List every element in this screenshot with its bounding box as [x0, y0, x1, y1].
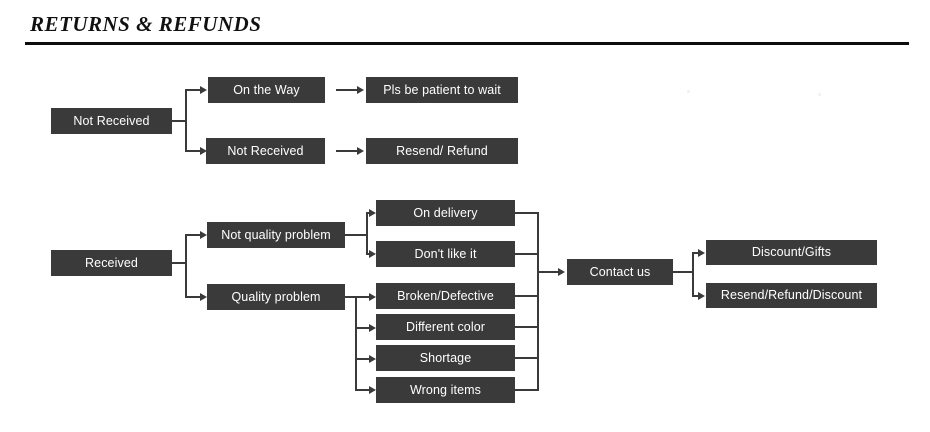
connector-broken-defective-to-bus: [515, 295, 539, 297]
arrowhead-to-discount-gifts: [698, 248, 705, 257]
arrowhead-to-on-delivery: [369, 208, 376, 217]
node-resend-refund[interactable]: Resend/ Refund: [366, 138, 518, 164]
node-shortage[interactable]: Shortage: [376, 345, 515, 371]
connector-not-received-stem: [172, 120, 186, 122]
arrowhead-not-received-to-outcome: [357, 146, 364, 155]
node-resend-refund-discount[interactable]: Resend/Refund/Discount: [706, 283, 877, 308]
connector-different-color-to-bus: [515, 326, 539, 328]
connector-to-quality-problem: [185, 296, 201, 298]
node-different-color[interactable]: Different color: [376, 314, 515, 340]
header-divider: [25, 42, 909, 45]
arrowhead-to-broken-defective: [369, 292, 376, 301]
node-broken-defective[interactable]: Broken/Defective: [376, 283, 515, 309]
arrowhead-to-shortage: [369, 354, 376, 363]
node-not-quality-problem[interactable]: Not quality problem: [207, 222, 345, 248]
node-dont-like-it[interactable]: Don't like it: [376, 241, 515, 267]
node-not-received-stage[interactable]: Not Received: [206, 138, 325, 164]
connector-to-not-quality-problem: [185, 234, 201, 236]
connector-to-not-received-stage: [185, 150, 201, 152]
node-contact-us[interactable]: Contact us: [567, 259, 673, 285]
connector-reasons-collector-bus: [537, 212, 539, 391]
node-on-the-way[interactable]: On the Way: [208, 77, 325, 103]
arrowhead-to-contact-us: [558, 267, 565, 276]
connector-not-received-bus: [185, 89, 187, 152]
arrowhead-to-on-the-way: [200, 85, 207, 94]
node-on-delivery[interactable]: On delivery: [376, 200, 515, 226]
connector-shortage-to-bus: [515, 357, 539, 359]
connector-bus-to-contact-us: [537, 271, 559, 273]
arrowhead-to-different-color: [369, 323, 376, 332]
connector-on-the-way-to-outcome: [336, 89, 358, 91]
connector-to-wrong-items: [355, 389, 372, 391]
node-pls-be-patient-to-wait[interactable]: Pls be patient to wait: [366, 77, 518, 103]
artifact-speck: [818, 93, 821, 96]
connector-resolutions-bus: [692, 252, 694, 296]
arrowhead-to-wrong-items: [369, 385, 376, 394]
connector-quality-fanout-bus: [355, 296, 357, 390]
connector-received-bus: [185, 234, 187, 297]
node-quality-problem[interactable]: Quality problem: [207, 284, 345, 310]
arrowhead-to-dont-like-it: [369, 249, 376, 258]
connector-to-on-the-way: [185, 89, 201, 91]
connector-to-broken-defective: [355, 296, 372, 298]
arrowhead-on-the-way-to-outcome: [357, 85, 364, 94]
connector-not-quality-fanout-bus: [366, 212, 368, 255]
connector-to-different-color: [355, 327, 372, 329]
arrowhead-to-resend-refund-discount: [698, 291, 705, 300]
page-title: RETURNS & REFUNDS: [30, 12, 262, 36]
connector-contact-us-stem: [673, 271, 693, 273]
node-discount-gifts[interactable]: Discount/Gifts: [706, 240, 877, 265]
arrowhead-to-not-received-stage: [200, 146, 207, 155]
arrowhead-to-not-quality-problem: [200, 230, 207, 239]
artifact-speck: [687, 90, 690, 93]
connector-not-quality-fanout-stem: [345, 234, 367, 236]
node-wrong-items[interactable]: Wrong items: [376, 377, 515, 403]
connector-on-delivery-to-bus: [515, 212, 539, 214]
connector-to-shortage: [355, 358, 372, 360]
node-not-received-root[interactable]: Not Received: [51, 108, 172, 134]
connector-wrong-items-to-bus: [515, 389, 539, 391]
node-received-root[interactable]: Received: [51, 250, 172, 276]
connector-to-discount-gifts: [692, 252, 699, 254]
connector-not-received-to-outcome: [336, 150, 358, 152]
connector-dont-like-it-to-bus: [515, 253, 539, 255]
connector-to-resend-refund-discount: [692, 295, 699, 297]
connector-received-stem: [172, 262, 186, 264]
arrowhead-to-quality-problem: [200, 292, 207, 301]
